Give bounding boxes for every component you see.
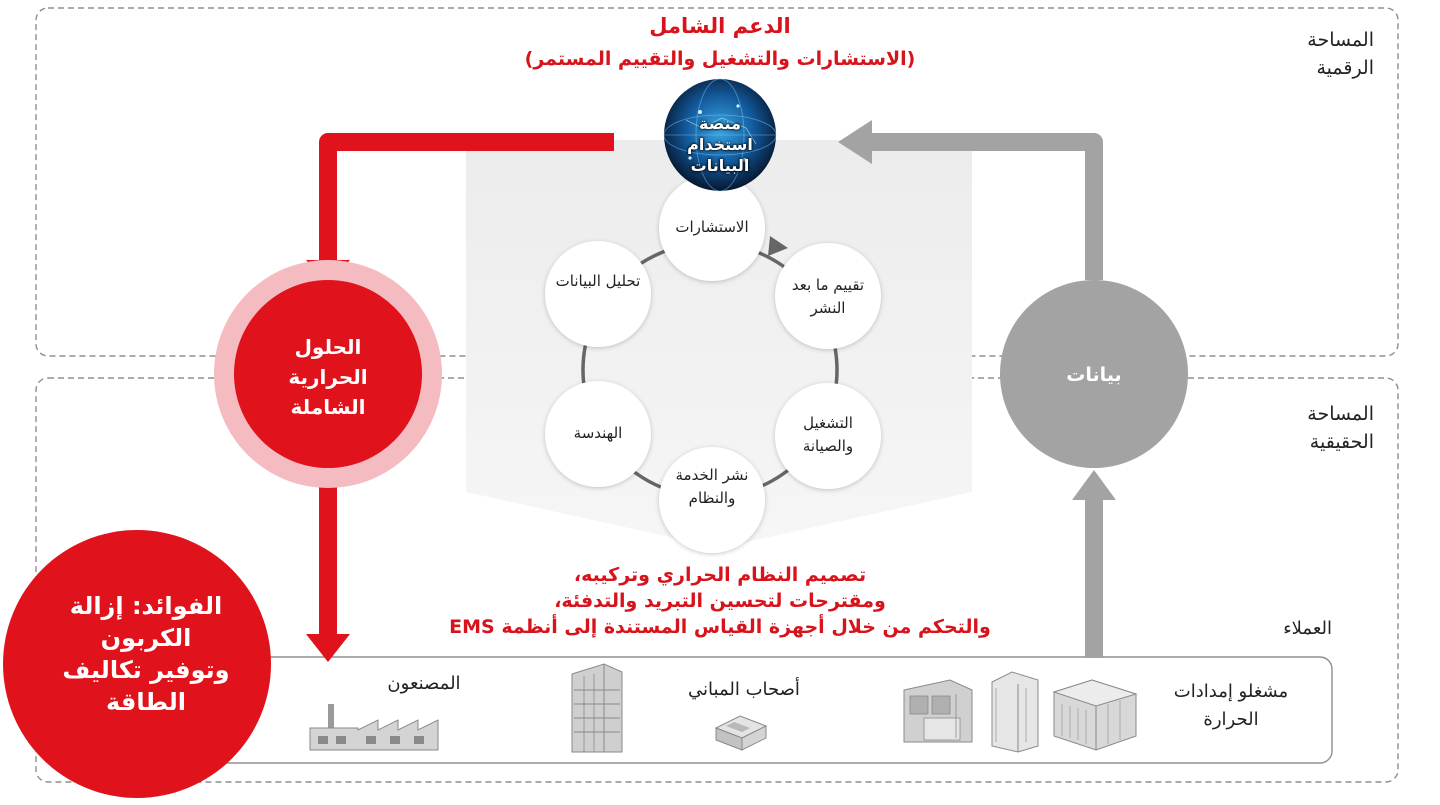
red-flow-arrow (319, 133, 614, 268)
gray-flow-arrow (870, 133, 1103, 280)
system-design-line-3: والتحكم من خلال أجهزة القياس المستندة إل… (449, 616, 991, 638)
data-label: بيانات (1066, 364, 1122, 386)
cycle-label-analysis: تحليل البيانات (555, 272, 641, 290)
cycle-label-consulting: الاستشارات (675, 218, 749, 236)
gray-arrow-head-up (1072, 470, 1116, 500)
cycle-label-operation: التشغيل والصيانة (802, 414, 854, 455)
solutions-label: الحلول الحرارية الشاملة (288, 335, 368, 419)
cycle-node-deployment (659, 447, 765, 553)
data-node (1000, 280, 1188, 468)
solutions-node (234, 280, 422, 468)
cycle-node-evaluation (775, 243, 881, 349)
red-arrow-head-bottom (306, 634, 350, 662)
cycle-label-engineering: الهندسة (573, 424, 623, 442)
manufacturers-label: المصنعون (387, 673, 461, 694)
heat-operators-label: مشغلو إمدادات الحرارة (1173, 681, 1289, 730)
office-building-icon (571, 663, 623, 753)
chiller-unit-icon (903, 679, 973, 743)
cycle-arrow-head (768, 236, 788, 256)
system-design-line-1: تصميم النظام الحراري وتركيبه، (573, 564, 867, 586)
physical-space-label: المساحة الحقيقية (1307, 403, 1374, 453)
cycle-label-evaluation: تقييم ما بعد النشر (791, 276, 865, 317)
cycle-node-engineering (545, 381, 651, 487)
support-title: الدعم الشامل (649, 14, 791, 38)
benefits-label: الفوائد: إزالة الكربون وتوفير تكاليف الط… (62, 592, 230, 716)
red-flow-down (319, 476, 337, 636)
support-subtitle: (الاستشارات والتشغيل والتقييم المستمر) (524, 48, 916, 70)
cycle-node-analysis (545, 241, 651, 347)
digital-space-label: المساحة الرقمية (1307, 29, 1374, 79)
cycle-node-operation (775, 383, 881, 489)
gray-flow-up (1085, 496, 1103, 658)
system-design-line-2: ومقترحات لتحسين التبريد والتدفئة، (554, 590, 886, 612)
heat-source-unit-icon (1052, 679, 1138, 751)
cabinet-unit-icon (991, 671, 1039, 753)
factory-icon (309, 704, 439, 751)
cycle-label-deployment: نشر الخدمة والنظام (675, 466, 749, 507)
gray-arrow-head-left (838, 120, 872, 164)
platform-label: منصة استخدام البيانات (687, 114, 753, 175)
cycle-node-consulting (659, 175, 765, 281)
benefits-node (3, 530, 271, 798)
building-owners-label: أصحاب المباني (688, 679, 800, 700)
platform-globe-icon (663, 78, 777, 192)
ceiling-ac-icon (714, 715, 768, 751)
customers-label: العملاء (1283, 618, 1332, 639)
